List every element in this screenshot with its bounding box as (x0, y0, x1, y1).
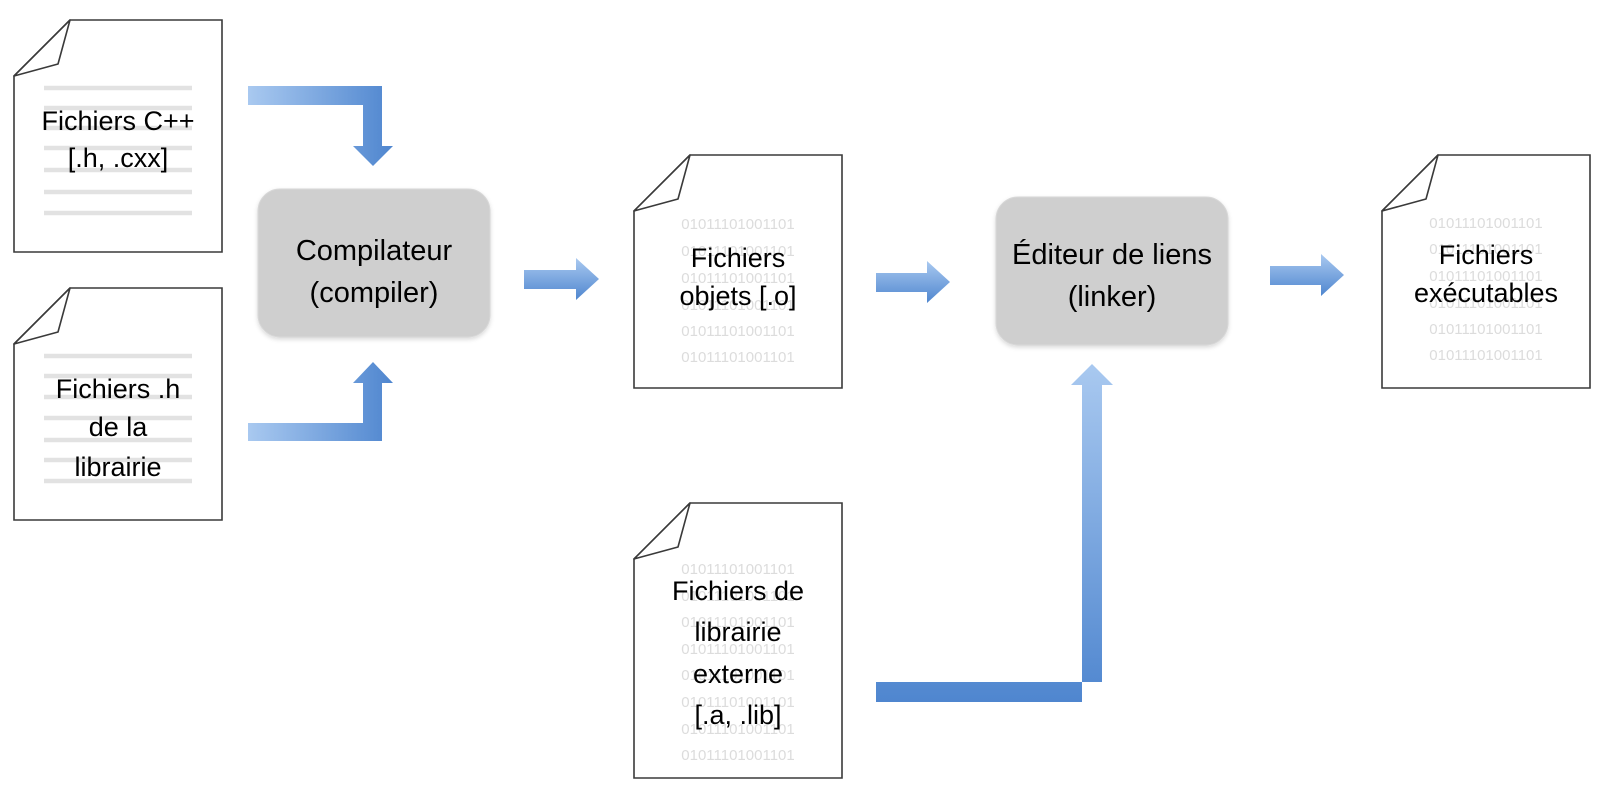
linker-process: Éditeur de liens (linker) (995, 196, 1229, 346)
binary-row: 01011101001101 (681, 561, 794, 578)
binary-row: 01011101001101 (1429, 347, 1542, 364)
arrow-objects-to-linker (876, 261, 950, 303)
binary-row: 01011101001101 (1429, 268, 1542, 285)
binary-row: 01011101001101 (681, 641, 794, 658)
executables-document: 01011101001101 01011101001101 0101110100… (1381, 154, 1591, 389)
arrow-external-lib-to-linker (876, 364, 1113, 702)
binary-row: 01011101001101 (1429, 321, 1542, 338)
external-lib-document: 01011101001101 01011101001101 0101110100… (633, 502, 843, 779)
cpp-files-label-line2: [.h, .cxx] (68, 143, 169, 173)
binary-row: 01011101001101 (681, 216, 794, 233)
binary-row: 01011101001101 (681, 694, 794, 711)
object-files-label-line1: Fichiers (691, 243, 786, 273)
binary-row: 01011101001101 (681, 349, 794, 366)
binary-row: 01011101001101 (681, 243, 794, 260)
object-files-document: 01011101001101 01011101001101 0101110100… (633, 154, 843, 389)
object-files-label-line2: objets [.o] (679, 281, 796, 311)
lib-headers-label-line2: de la (89, 412, 149, 442)
binary-row: 01011101001101 (1429, 215, 1542, 232)
lib-headers-label-line3: librairie (74, 452, 161, 482)
executables-label-line2: exécutables (1414, 278, 1558, 308)
lib-headers-document: Fichiers .h de la librairie (13, 287, 223, 521)
binary-row: 01011101001101 (681, 270, 794, 287)
lib-headers-label-line1: Fichiers .h (56, 374, 181, 404)
compiler-label-line1: Compilateur (296, 235, 453, 267)
arrow-compiler-to-objects (524, 258, 599, 300)
arrow-linker-to-executables (1270, 254, 1344, 296)
binary-row: 01011101001101 (681, 588, 794, 605)
binary-row: 01011101001101 (681, 297, 794, 314)
binary-row: 01011101001101 (681, 614, 794, 631)
linker-label-line1: Éditeur de liens (1012, 238, 1212, 271)
cpp-files-label-line1: Fichiers C++ (41, 106, 194, 136)
text-lines-icon (44, 85, 192, 216)
binary-row: 01011101001101 (681, 667, 794, 684)
binary-pattern: 01011101001101 01011101001101 0101110100… (681, 561, 794, 764)
compiler-label-line2: (compiler) (310, 277, 439, 309)
arrow-cpp-to-compiler (248, 86, 393, 166)
executables-label-line1: Fichiers (1439, 240, 1534, 270)
external-lib-label-line1: Fichiers de (672, 576, 804, 606)
external-lib-label-line2: librairie (694, 617, 781, 647)
binary-row: 01011101001101 (681, 747, 794, 764)
binary-row: 01011101001101 (681, 721, 794, 738)
linker-label-line2: (linker) (1068, 281, 1157, 313)
compiler-process: Compilateur (compiler) (257, 188, 491, 338)
binary-row: 01011101001101 (1429, 241, 1542, 258)
binary-row: 01011101001101 (681, 323, 794, 340)
cpp-files-document: Fichiers C++ [.h, .cxx] (13, 19, 223, 253)
external-lib-label-line4: [.a, .lib] (694, 700, 781, 730)
external-lib-label-line3: externe (693, 659, 783, 689)
binary-row: 01011101001101 (1429, 295, 1542, 312)
binary-pattern: 01011101001101 01011101001101 0101110100… (681, 216, 794, 366)
text-lines-icon (44, 353, 192, 484)
arrow-headers-to-compiler (248, 362, 393, 441)
binary-pattern: 01011101001101 01011101001101 0101110100… (1429, 215, 1542, 364)
